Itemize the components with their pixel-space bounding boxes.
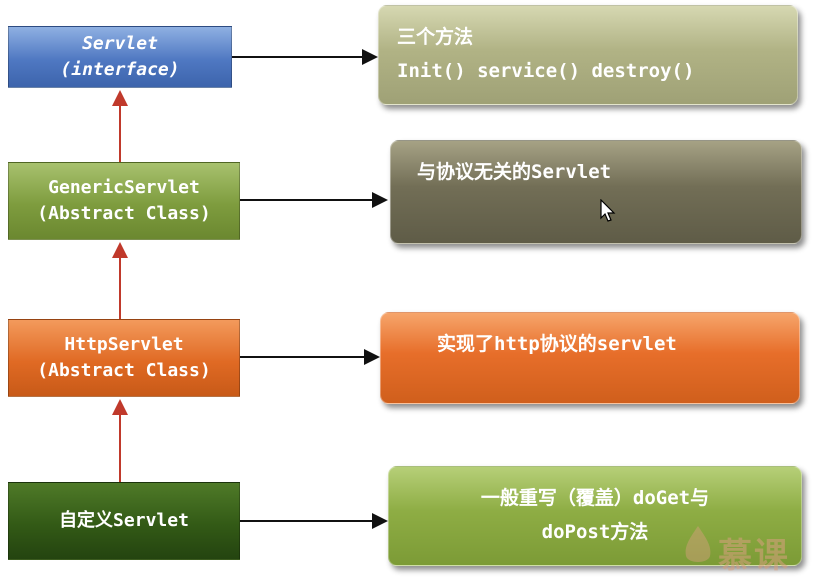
- node-subtitle: (Abstract Class): [37, 203, 211, 224]
- watermark-logo-icon: [685, 526, 711, 562]
- servlet-description-box: 三个方法 Init() service() destroy(): [378, 5, 798, 105]
- http-servlet-node: HttpServlet (Abstract Class): [8, 319, 240, 397]
- node-title: HttpServlet: [64, 334, 184, 355]
- description-text: 与协议无关的Servlet: [417, 161, 612, 183]
- custom-servlet-node: 自定义Servlet: [8, 482, 240, 560]
- node-title: GenericServlet: [48, 177, 200, 198]
- description-text: 实现了http协议的servlet: [437, 333, 677, 355]
- node-subtitle: (Abstract Class): [37, 360, 211, 381]
- node-subtitle: (interface): [60, 59, 180, 80]
- watermark-text: 慕课: [718, 536, 790, 576]
- description-heading: 三个方法: [397, 26, 474, 48]
- description-text-line1: 一般重写（覆盖）doGet与: [480, 487, 710, 509]
- node-title: 自定义Servlet: [59, 510, 189, 531]
- node-title: Servlet: [82, 33, 158, 54]
- description-methods: Init() service() destroy(): [397, 60, 695, 82]
- generic-servlet-node: GenericServlet (Abstract Class): [8, 162, 240, 240]
- custom-servlet-description-box: 一般重写（覆盖）doGet与 doPost方法: [388, 466, 802, 566]
- mouse-pointer-icon: [600, 199, 616, 222]
- http-servlet-description-box: 实现了http协议的servlet: [380, 312, 800, 404]
- servlet-interface-node: Servlet (interface): [8, 26, 232, 88]
- generic-servlet-description-box: 与协议无关的Servlet: [390, 140, 802, 244]
- description-text-line2: doPost方法: [541, 521, 649, 543]
